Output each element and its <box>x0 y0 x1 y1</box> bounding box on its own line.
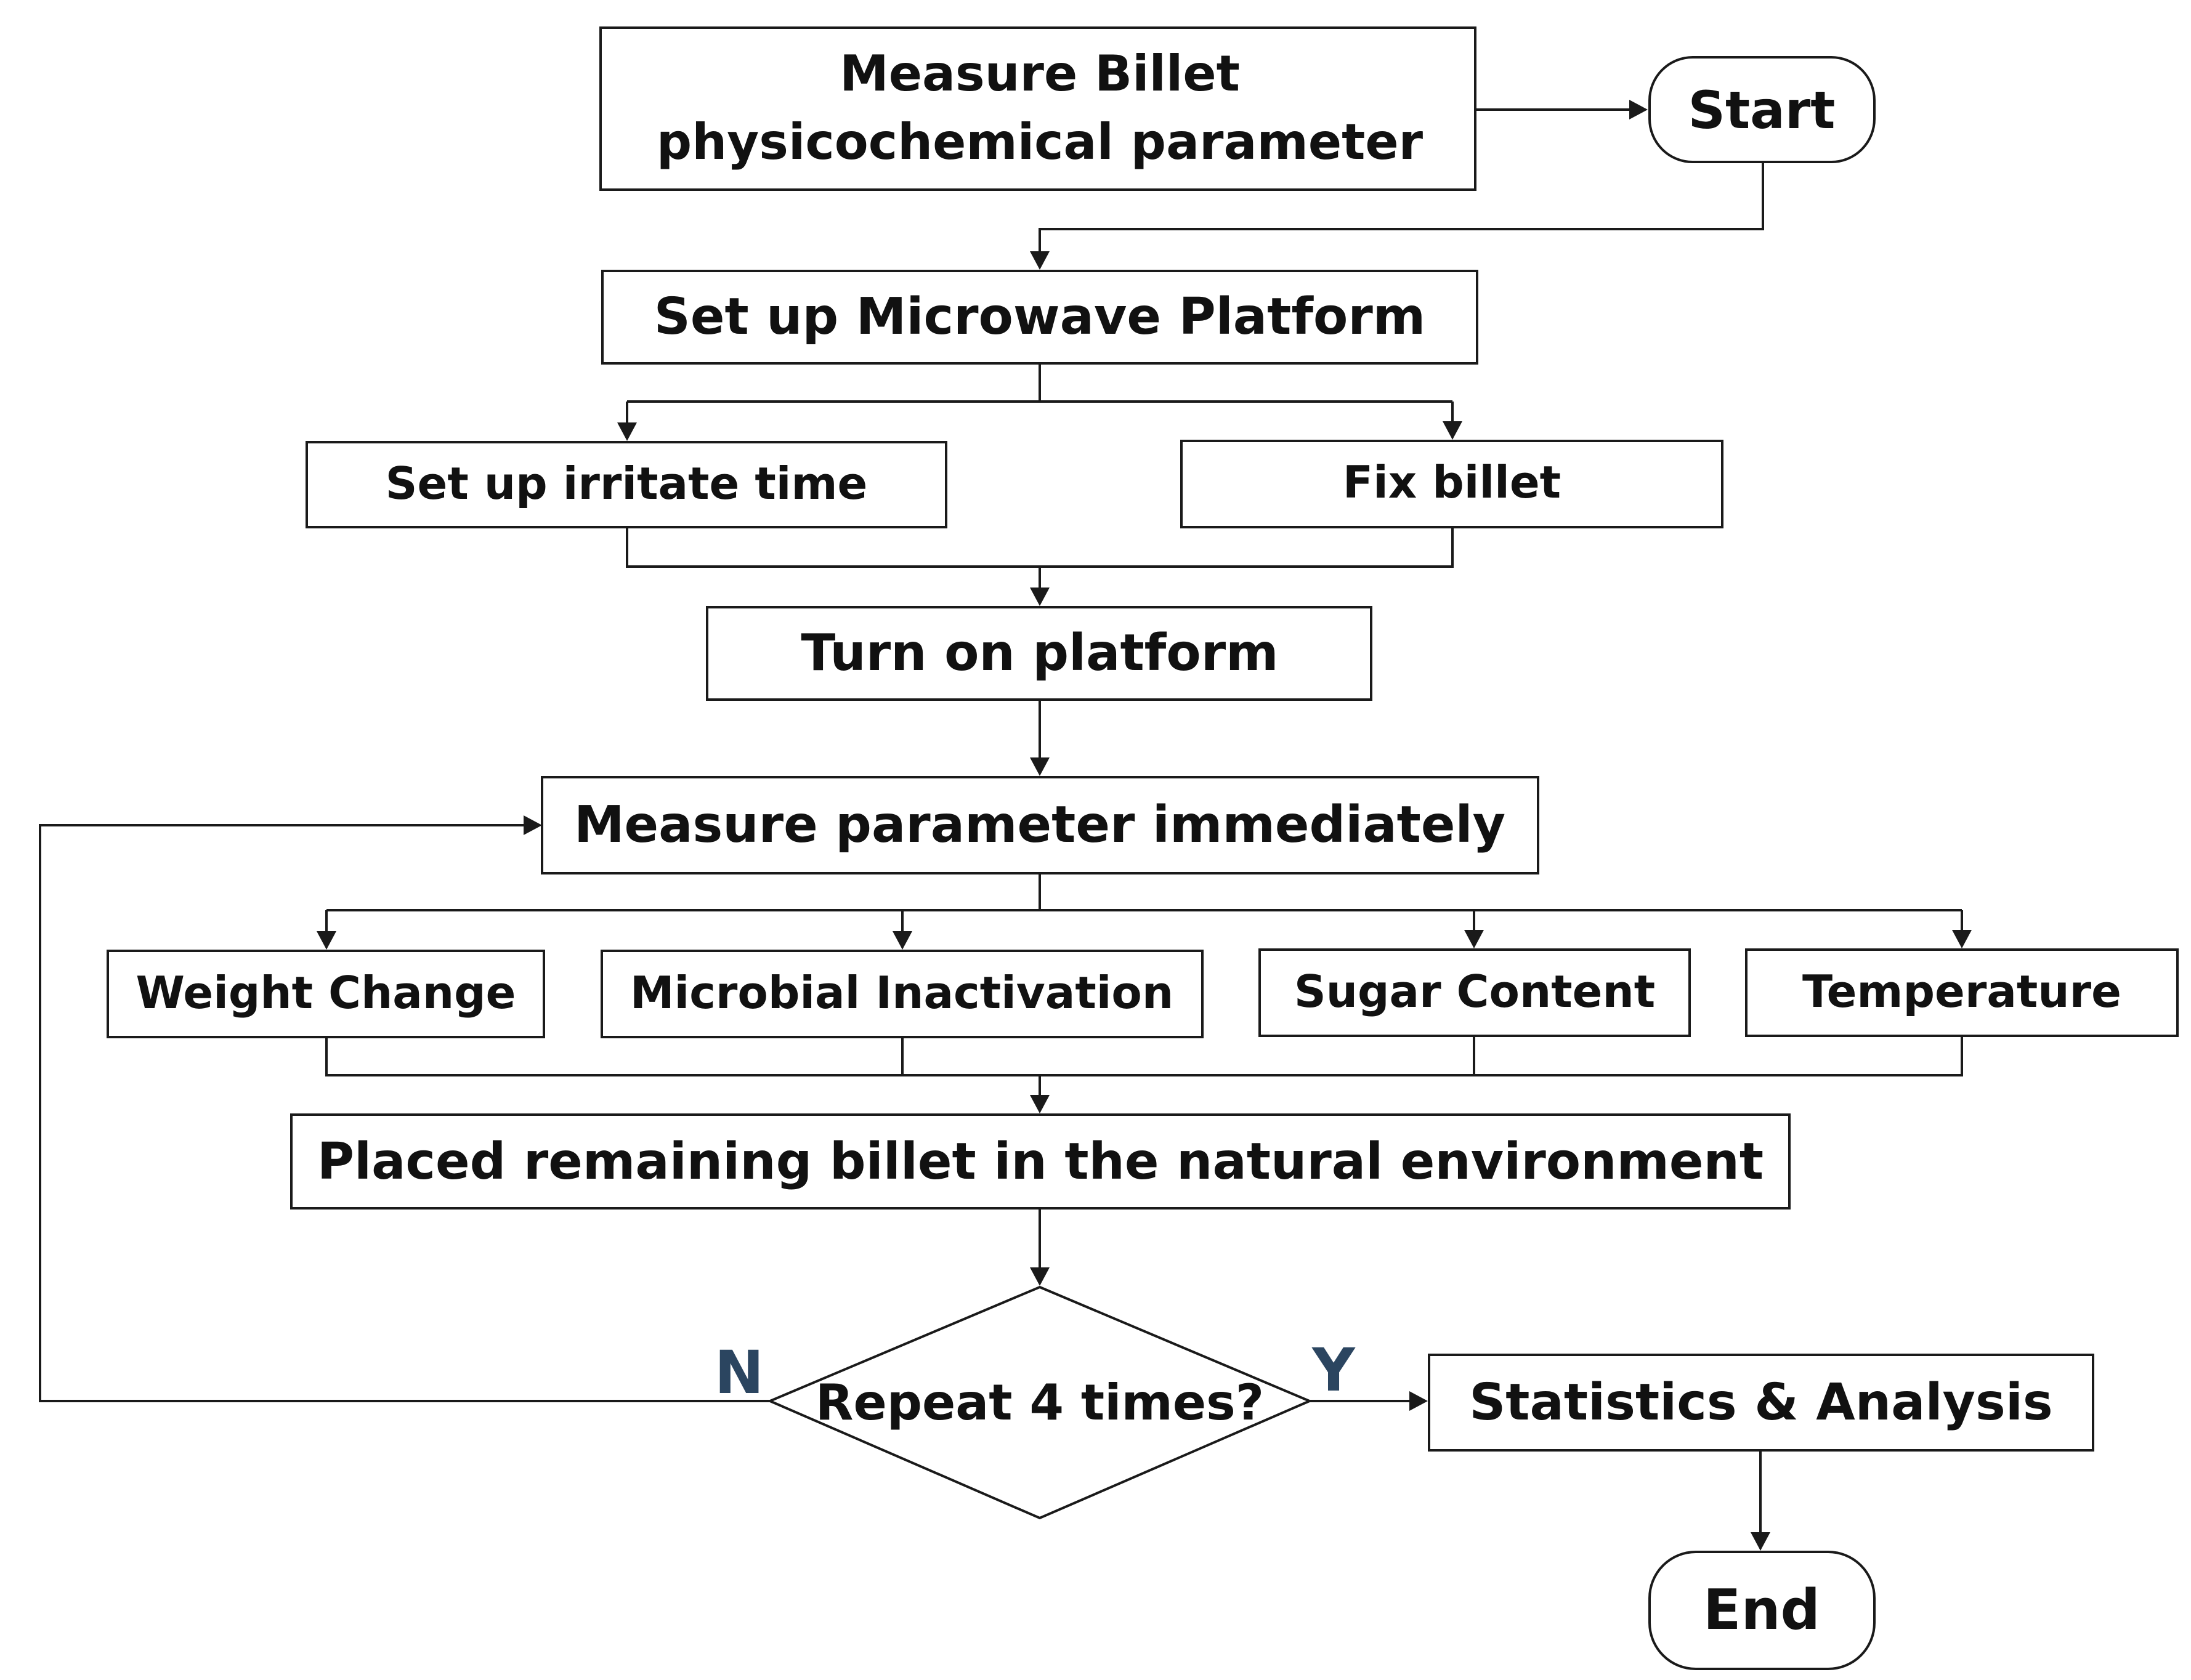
statistics-label: Statistics & Analysis <box>1469 1373 2052 1432</box>
branch-no-label: N <box>715 1338 764 1407</box>
connectors <box>39 100 1972 1551</box>
node-fix-billet: Fix billet <box>1180 440 1723 528</box>
node-temperature: Temperature <box>1745 948 2179 1037</box>
node-measure-immediately: Measure parameter immediately <box>541 776 1539 874</box>
node-decision: Repeat 4 times? <box>766 1285 1313 1520</box>
microbial-label: Microbial Inactivation <box>630 967 1173 1019</box>
fix-billet-label: Fix billet <box>1343 456 1561 508</box>
node-weight-change: Weight Change <box>107 950 545 1038</box>
node-microbial: Microbial Inactivation <box>601 950 1204 1038</box>
branch-yes-label: Y <box>1311 1336 1356 1405</box>
measure-billet-line1: Measure Billet <box>840 45 1240 102</box>
turn-on-label: Turn on platform <box>801 624 1278 682</box>
irritate-time-label: Set up irritate time <box>386 458 868 509</box>
arrowhead-fix <box>1443 421 1462 440</box>
node-placed-remaining: Placed remaining billet in the natural e… <box>290 1113 1791 1210</box>
node-turn-on: Turn on platform <box>706 606 1372 701</box>
temperature-label: Temperature <box>1802 966 2121 1017</box>
arrowhead-measure <box>1030 757 1050 776</box>
node-start: Start <box>1648 56 1876 163</box>
arrowhead-setup <box>1030 251 1050 270</box>
connector-merge-placed <box>325 1036 1963 1102</box>
arrowhead-weight <box>317 931 336 950</box>
arrowhead-end <box>1751 1532 1770 1551</box>
arrowhead-temperature <box>1952 930 1972 948</box>
measure-immediately-label: Measure parameter immediately <box>574 796 1505 854</box>
connector-no-loop <box>39 824 770 1402</box>
arrowhead-turnon <box>1030 588 1050 606</box>
arrowhead-decision <box>1030 1267 1050 1286</box>
setup-platform-label: Set up Microwave Platform <box>654 288 1425 346</box>
arrowhead-start <box>1629 100 1648 119</box>
connector-measure-split <box>325 873 1963 939</box>
sugar-label: Sugar Content <box>1294 966 1655 1017</box>
node-setup-platform: Set up Microwave Platform <box>601 270 1478 365</box>
node-statistics: Statistics & Analysis <box>1428 1354 2094 1452</box>
node-irritate-time: Set up irritate time <box>306 441 947 528</box>
connector-merge-turnon <box>626 527 1454 595</box>
connector-start-to-setup <box>1039 161 1764 259</box>
measure-billet-line2: physicochemical parameter <box>657 113 1424 171</box>
end-label: End <box>1703 1578 1820 1642</box>
arrowhead-irritate <box>617 422 637 441</box>
arrowhead-statistics <box>1409 1391 1428 1411</box>
start-label: Start <box>1688 80 1836 140</box>
arrowhead-microbial <box>893 931 912 950</box>
arrowhead-sugar <box>1464 930 1484 948</box>
arrowhead-loop <box>524 815 542 835</box>
arrowhead-placed <box>1030 1095 1050 1113</box>
weight-change-label: Weight Change <box>136 967 516 1019</box>
node-measure-billet: Measure Billet physicochemical parameter <box>599 26 1476 191</box>
connector-setup-split <box>626 363 1454 431</box>
decision-label: Repeat 4 times? <box>816 1374 1264 1431</box>
node-sugar: Sugar Content <box>1258 948 1691 1037</box>
placed-remaining-label: Placed remaining billet in the natural e… <box>317 1133 1764 1191</box>
node-end: End <box>1648 1551 1876 1670</box>
